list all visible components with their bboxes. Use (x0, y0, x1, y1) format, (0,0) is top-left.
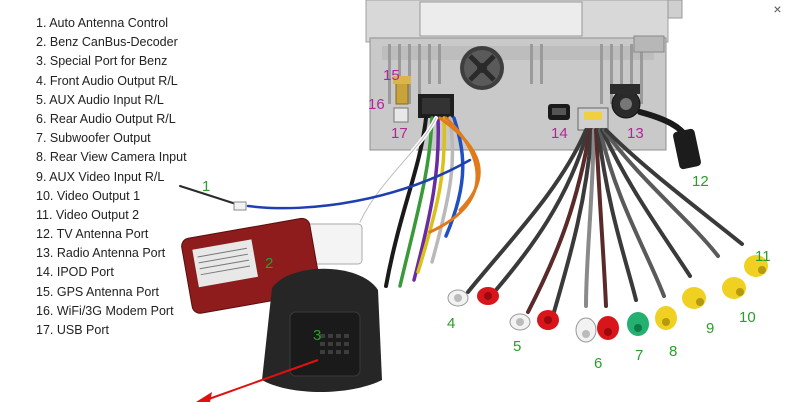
video-output-2-plug (744, 255, 768, 277)
legend-item: 14. IPOD Port (36, 265, 114, 280)
legend-item: 10. Video Output 1 (36, 188, 141, 203)
callout-15: 15 (383, 67, 400, 84)
legend-item: 6. Rear Audio Output R/L (36, 111, 176, 126)
callout-10: 10 (739, 309, 756, 326)
callout-7: 7 (635, 347, 643, 364)
legend-item: 5. AUX Audio Input R/L (36, 92, 164, 107)
legend-item: 8. Rear View Camera Input (36, 150, 187, 165)
video-output-1-plug (722, 277, 746, 299)
callout-14: 14 (551, 125, 568, 142)
callout-12: 12 (692, 173, 709, 190)
usb-port (393, 107, 409, 123)
ipod-port (548, 104, 570, 120)
legend-item: 13. Radio Antenna Port (36, 246, 166, 261)
port-legend: 1. Auto Antenna Control 2. Benz CanBus-De… (36, 14, 187, 340)
red-arrow (196, 359, 319, 402)
callout-17: 17 (391, 125, 408, 142)
legend-item: 2. Benz CanBus-Decoder (36, 35, 178, 50)
callout-3: 3 (313, 327, 321, 344)
legend-item: 1. Auto Antenna Control (36, 16, 169, 30)
aux-video-plug (682, 287, 706, 309)
callout-11: 11 (755, 248, 771, 265)
callout-4: 4 (447, 315, 455, 332)
benz-connector (262, 268, 382, 392)
legend-item: 9. AUX Video Input R/L (36, 169, 165, 184)
rear-audio-plugs (575, 316, 619, 343)
rca-cables (466, 109, 744, 314)
main-harness-connector (418, 94, 454, 118)
tv-antenna-plug (673, 128, 701, 170)
subwoofer-plug (627, 312, 649, 336)
legend-item: 16. WiFi/3G Modem Port (36, 303, 174, 318)
legend-item: 17. USB Port (36, 323, 109, 337)
gps-antenna-port (393, 76, 411, 105)
legend-item: 12. TV Antenna Port (36, 227, 149, 242)
legend-item: 11. Video Output 2 (36, 207, 140, 222)
legend-item: 4. Front Audio Output R/L (36, 73, 178, 88)
callout-9: 9 (706, 320, 714, 337)
aux-audio-plugs (509, 310, 559, 331)
callout-1: 1 (202, 178, 210, 195)
callout-8: 8 (669, 343, 677, 360)
callout-16: 16 (368, 96, 385, 113)
close-icon[interactable]: × (773, 1, 782, 17)
cooling-fan (460, 46, 504, 90)
callout-2: 2 (265, 255, 273, 272)
legend-item: 15. GPS Antenna Port (36, 284, 159, 299)
rear-camera-plug (655, 306, 677, 330)
wiring-harness (179, 116, 481, 288)
legend-item: 3. Special Port for Benz (36, 54, 168, 69)
callout-13: 13 (627, 125, 644, 142)
callout-5: 5 (513, 338, 521, 355)
radio-antenna-port (610, 84, 641, 119)
av-harness-connector (577, 107, 609, 131)
front-audio-plugs (447, 287, 499, 307)
callout-6: 6 (594, 355, 602, 372)
legend-item: 7. Subwoofer Output (36, 131, 151, 146)
